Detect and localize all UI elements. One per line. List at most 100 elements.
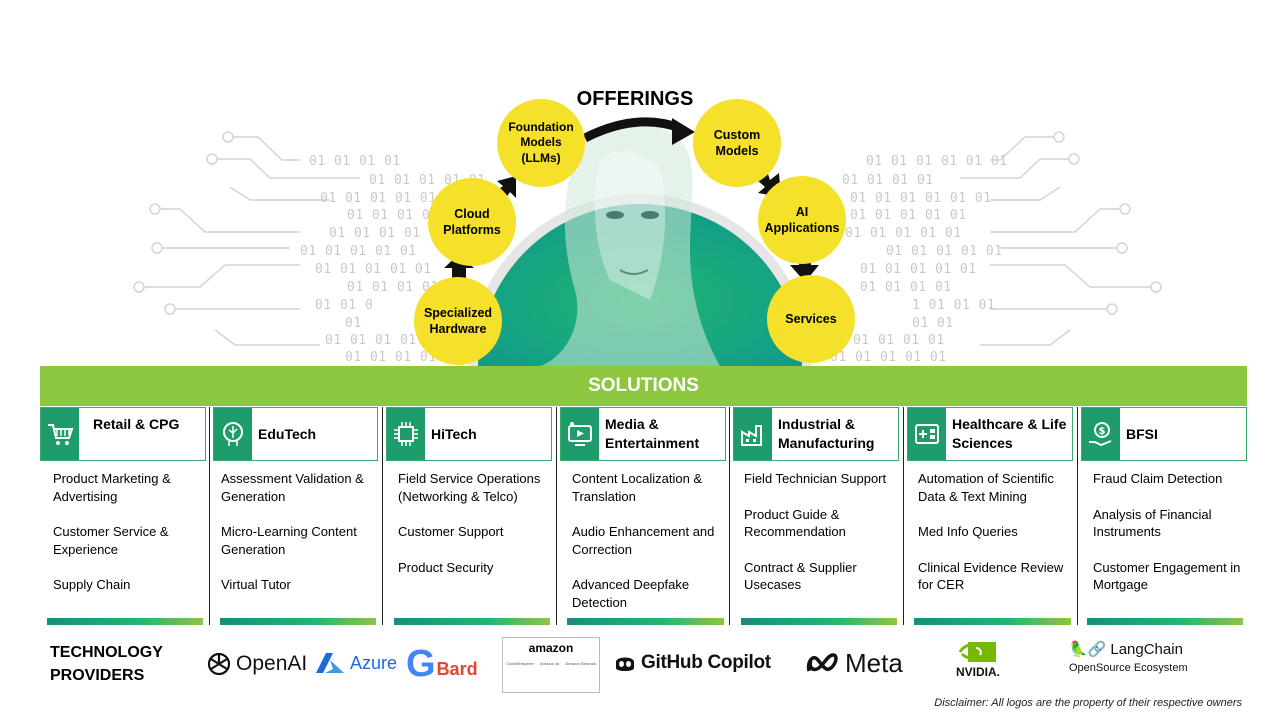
list-item: Product Security — [398, 559, 494, 575]
list-item: Fraud Claim Detection — [1093, 471, 1223, 486]
solution-header-edutech: EduTech — [213, 407, 378, 461]
binary-text: 01 01 01 01 — [347, 280, 439, 295]
amazon-sub-logos: CodeWhisperer Amazon AI Amazon Bedrock — [506, 661, 596, 666]
amazon-ai-icon: Amazon AI — [539, 661, 560, 666]
offering-foundation-models: Foundation Models (LLMs) — [497, 99, 585, 187]
list-item: Customer Service & Experience — [53, 524, 169, 557]
list-item: Supply Chain — [53, 577, 131, 592]
binary-text: 01 01 01 01 — [347, 208, 439, 223]
column-divider — [1077, 407, 1078, 625]
money-hand-icon: $ — [1082, 408, 1120, 460]
bard-logo: G Bard — [406, 645, 478, 683]
list-item: Product Guide & Recommendation — [744, 506, 846, 540]
binary-text: 01 01 01 01 01 — [850, 208, 967, 223]
factory-icon — [734, 408, 772, 460]
column-footer-bar — [47, 618, 203, 625]
ai-face-image — [540, 123, 720, 366]
column-footer-bar — [914, 618, 1071, 625]
langchain-subtitle: OpenSource Ecosystem — [1069, 662, 1188, 674]
list-item: Customer Support — [398, 524, 504, 539]
github-copilot-wordmark: GitHub Copilot — [641, 652, 771, 673]
list-item: Virtual Tutor — [221, 577, 291, 592]
healthcare-icon — [908, 408, 946, 460]
binary-text: 01 01 01 01 01 — [886, 244, 1003, 259]
github-copilot-logo: GitHub Copilot — [613, 652, 771, 674]
column-footer-bar — [394, 618, 550, 625]
solution-header-retail: Retail & CPG — [40, 407, 206, 461]
arrow-foundation-to-custom — [582, 117, 682, 143]
solution-list-industrial: Field Technician Support Product Guide &… — [744, 470, 899, 612]
solution-list-hitech: Field Service Operations (Networking & T… — [398, 470, 553, 594]
list-item: Analysis of Financial Instruments — [1093, 506, 1212, 540]
solution-header-industrial: Industrial & Manufacturing — [733, 407, 899, 461]
parrot-link-icon: 🦜🔗 — [1069, 641, 1107, 658]
column-divider — [382, 407, 383, 625]
binary-text: 01 01 01 01 — [842, 173, 934, 188]
langchain-main: 🦜🔗 LangChain — [1069, 640, 1183, 659]
meta-icon — [806, 652, 838, 671]
offering-ai-applications: AI Applications — [758, 176, 846, 264]
list-item: Content Localization & Translation — [572, 471, 703, 504]
solution-header-hitech: HiTech — [386, 407, 552, 461]
list-item: Advanced Deepfake Detection — [572, 577, 690, 610]
offering-custom-models: Custom Models — [693, 99, 781, 187]
openai-wordmark: OpenAI — [236, 652, 308, 675]
offering-label: Foundation Models (LLMs) — [508, 119, 574, 165]
brain-icon — [214, 408, 252, 460]
azure-wordmark: Azure — [350, 652, 398, 673]
google-g-icon: G — [406, 643, 436, 685]
amazon-logo: amazon CodeWhisperer Amazon AI Amazon Be… — [502, 637, 600, 693]
list-item: Field Service Operations (Networking & T… — [398, 471, 541, 504]
column-divider — [729, 407, 730, 625]
list-item: Assessment Validation & Generation — [221, 471, 364, 504]
solution-title: Healthcare & Life Sciences — [952, 416, 1067, 451]
nvidia-logo: NVIDIA. — [956, 640, 1000, 679]
circuit-lines-right — [960, 131, 1162, 346]
list-item: Automation of Scientific Data & Text Min… — [918, 471, 1054, 504]
list-item: Customer Engagement in Mortgage — [1093, 559, 1241, 593]
binary-text: 01 01 01 01 01 — [828, 333, 945, 348]
chip-icon — [387, 408, 425, 460]
solutions-title: SOLUTIONS — [588, 375, 699, 396]
media-icon — [561, 408, 599, 460]
column-divider — [903, 407, 904, 625]
column-divider — [209, 407, 210, 625]
binary-text: 01 01 01 01 01 — [830, 350, 947, 365]
amazon-wordmark: amazon — [528, 641, 574, 655]
binary-text: 01 01 01 01 01 — [325, 333, 442, 348]
offering-label: Services — [785, 311, 837, 326]
offering-label: AI Applications — [764, 204, 840, 235]
solution-title: Retail & CPG — [93, 416, 180, 432]
tech-label-line2: PROVIDERS — [50, 667, 145, 684]
arrow-ai-to-services — [790, 255, 819, 282]
binary-text: 01 01 01 01 01 — [860, 262, 977, 277]
solutions-bar: SOLUTIONS — [40, 366, 1247, 406]
binary-text: 01 01 01 01 — [329, 226, 421, 241]
azure-icon — [316, 653, 344, 673]
tech-label-line1: TECHNOLOGY — [50, 644, 163, 661]
list-item: Field Technician Support — [744, 471, 887, 486]
langchain-wordmark: LangChain — [1110, 640, 1183, 658]
solution-title: EduTech — [258, 425, 317, 442]
column-divider — [556, 407, 557, 625]
solution-title: Industrial & Manufacturing — [778, 416, 875, 451]
amazon-bedrock-icon: Amazon Bedrock — [565, 661, 596, 666]
offering-label: Cloud Platforms — [443, 206, 501, 237]
column-footer-bar — [741, 618, 897, 625]
binary-text: 01 01 01 01 01 01 — [850, 191, 992, 206]
offering-label: Custom Models — [713, 127, 761, 158]
binary-text: 01 01 01 01 — [309, 154, 401, 169]
column-footer-bar — [1087, 618, 1243, 625]
azure-logo: Azure — [316, 652, 397, 674]
bard-wordmark: Bard — [436, 658, 478, 679]
list-item: Audio Enhancement and Correction — [572, 524, 715, 557]
list-item: Med Info Queries — [918, 524, 1018, 539]
list-item: Clinical Evidence Review for CER — [918, 559, 1064, 593]
langchain-logo: 🦜🔗 LangChain OpenSource Ecosystem — [1069, 640, 1188, 675]
disclaimer-text: Disclaimer: All logos are the property o… — [934, 697, 1242, 709]
column-footer-bar — [567, 618, 724, 625]
list-item: Product Marketing & Advertising — [53, 471, 171, 504]
copilot-icon — [616, 657, 634, 671]
solution-header-healthcare: Healthcare & Life Sciences — [907, 407, 1073, 461]
